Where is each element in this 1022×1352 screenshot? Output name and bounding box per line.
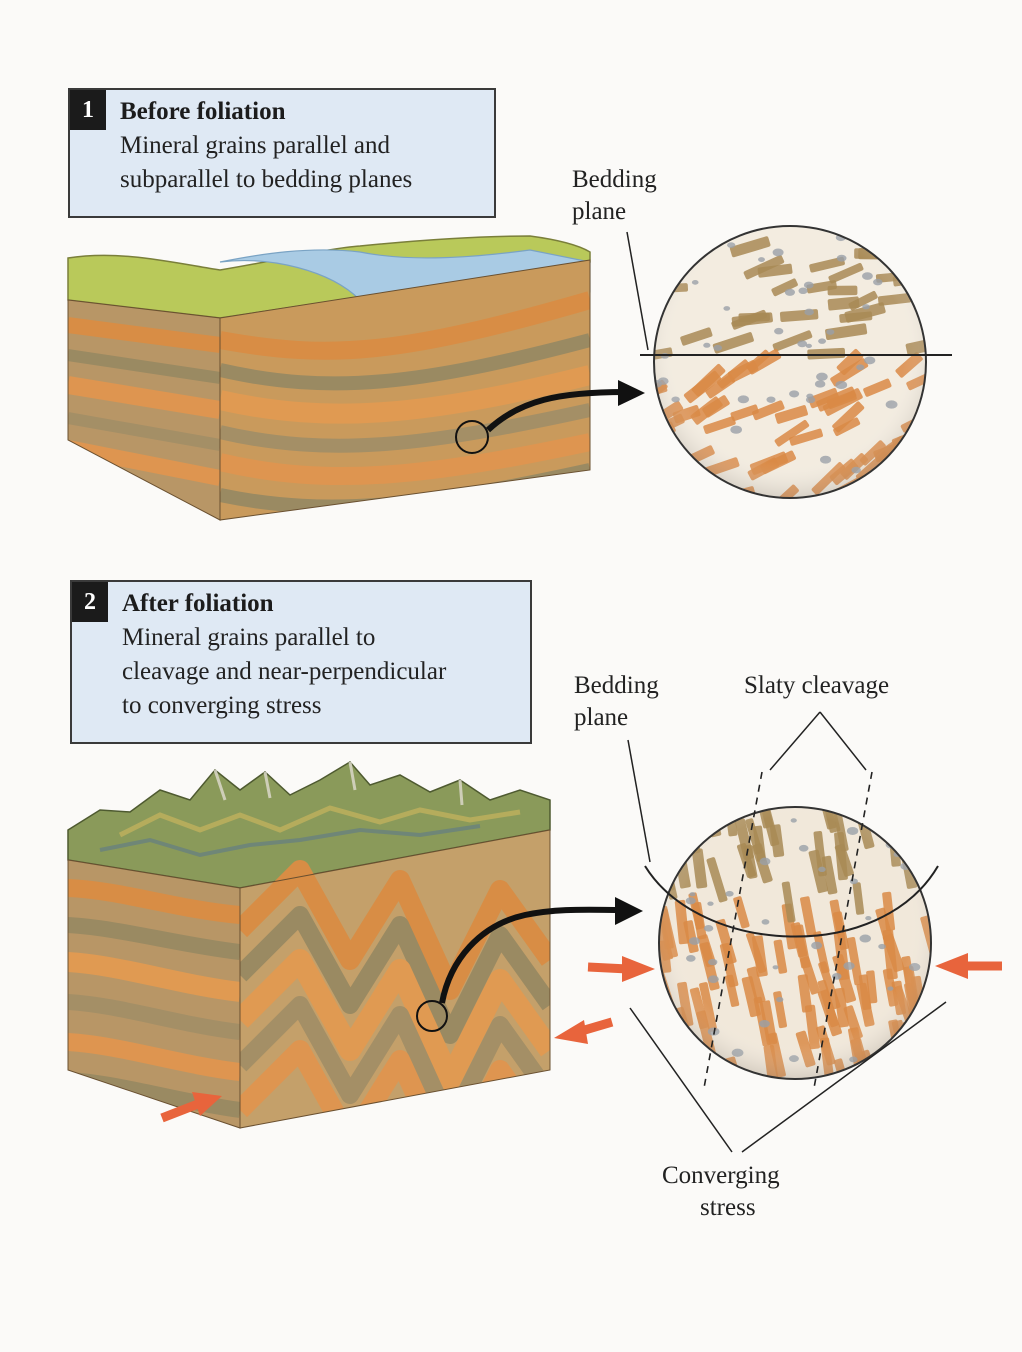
mineral-grain — [916, 1032, 931, 1075]
mineral-grain — [654, 483, 670, 498]
panel-2-caption-box: 2 After foliation Mineral grains paralle… — [70, 580, 532, 744]
block-2-to-circle-arrow — [439, 906, 623, 1004]
mineral-grain-dot — [881, 245, 890, 252]
panel-1-caption-line-1: Mineral grains parallel and — [120, 132, 391, 159]
block-2-landscape — [67, 761, 551, 1129]
mineral-grain-dot — [659, 1007, 668, 1015]
cleavage-dashed-line-left — [703, 771, 763, 1089]
bedding-plane-label-1-line-2: plane — [572, 198, 627, 225]
circle-stress-arrows — [587, 953, 1002, 982]
bedding-plane-line-2 — [644, 865, 939, 938]
converging-stress-label-line-2: stress — [700, 1194, 756, 1221]
mineral-grain — [886, 249, 914, 266]
stress-pointer-right — [741, 1001, 947, 1153]
block-1-landscape — [67, 235, 591, 521]
block-stress-arrows — [160, 1017, 614, 1123]
panel-2-caption-line-1: Mineral grains parallel to — [122, 624, 376, 651]
panel-1-caption-line-2: subparallel to bedding planes — [120, 166, 413, 193]
panel-2-title: After foliation — [122, 590, 274, 617]
mineral-grain-dot — [908, 807, 920, 816]
mineral-grain-dot — [659, 1066, 662, 1075]
mineral-grain — [654, 226, 666, 235]
grain-circle-2 — [658, 806, 932, 1080]
bedding-plane-pointer-1 — [626, 231, 649, 351]
cleavage-dashed-line-right — [813, 771, 873, 1089]
mineral-grain-dot — [656, 250, 665, 257]
mineral-grain — [654, 465, 665, 491]
mineral-grain — [896, 1041, 917, 1079]
cleavage-pointer-left — [769, 711, 821, 771]
mineral-grain — [654, 266, 679, 279]
stress-pointer-left — [629, 1007, 733, 1153]
cleavage-pointer-right — [819, 711, 867, 771]
mineral-grain — [874, 807, 889, 825]
mineral-grain — [654, 226, 685, 231]
block-2-fold-layers — [240, 860, 550, 1128]
bedding-plane-label-2-line-2: plane — [574, 704, 629, 731]
mineral-grain — [872, 1055, 890, 1079]
panel-2-number-badge: 2 — [72, 582, 108, 622]
stress-arrow-block-left — [160, 1099, 200, 1123]
mineral-grain-dot — [914, 300, 926, 310]
mineral-grain-dot — [659, 838, 664, 846]
mineral-grain — [659, 832, 677, 879]
mineral-grain — [659, 1017, 673, 1055]
mineral-grain-dot — [879, 820, 891, 828]
mineral-grain — [898, 456, 926, 473]
panel-1-number-badge: 1 — [70, 90, 106, 130]
bedding-plane-label-1-line-1: Bedding — [572, 166, 657, 193]
bedding-plane-label-2-line-1: Bedding — [574, 672, 659, 699]
mineral-grain-dot — [853, 807, 862, 809]
mineral-grain — [672, 807, 688, 839]
panel-1-title: Before foliation — [120, 98, 286, 125]
mineral-grain-dot — [919, 454, 926, 462]
grain-circle-1 — [653, 225, 927, 499]
mineral-grain-dot — [884, 468, 895, 476]
panel-1-caption-box: 1 Before foliation Mineral grains parall… — [68, 88, 496, 218]
block-1-sample-circle — [455, 420, 489, 454]
bedding-plane-pointer-2 — [627, 739, 651, 863]
mineral-grain — [887, 456, 926, 480]
slaty-cleavage-label: Slaty cleavage — [744, 672, 890, 699]
mineral-grain — [871, 488, 911, 498]
block-1-to-circle-arrow — [485, 387, 629, 433]
mineral-grain — [902, 434, 926, 457]
mineral-grain — [917, 1024, 931, 1074]
mineral-grain-dot — [677, 1046, 687, 1053]
stress-arrow-circle-left — [587, 962, 629, 974]
panel-2-caption-line-2: cleavage and near-perpendicular — [122, 658, 447, 685]
mineral-grain — [659, 811, 673, 844]
panel-2-caption-line-3: to converging stress — [122, 692, 322, 719]
mineral-grain — [909, 807, 927, 839]
block-2-mountain-surface — [67, 761, 551, 889]
mineral-grain — [918, 825, 931, 869]
mineral-grain — [654, 253, 675, 272]
mineral-grain — [892, 226, 924, 235]
mineral-grain — [902, 1020, 918, 1060]
mineral-grain — [885, 807, 901, 840]
mineral-grain — [903, 475, 926, 498]
converging-stress-label-line-1: Converging — [662, 1162, 780, 1189]
mineral-grain-dot — [854, 1075, 867, 1079]
block-2-sample-circle — [416, 1000, 448, 1032]
